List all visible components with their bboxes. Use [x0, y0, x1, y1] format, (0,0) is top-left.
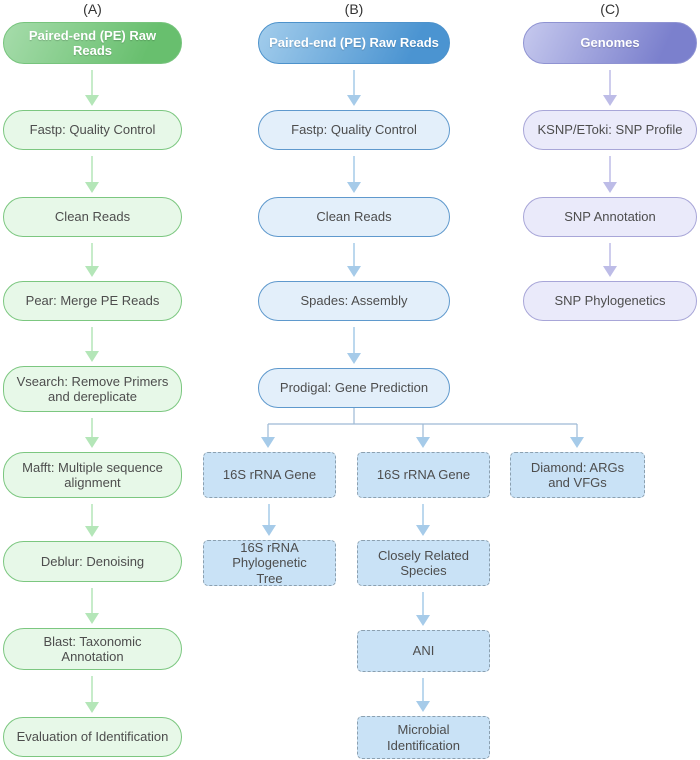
arrow-b-4: [347, 327, 361, 364]
node-b-spades: Spades: Assembly: [258, 281, 450, 321]
arrow-b-2: [347, 156, 361, 193]
arrow-a-7: [85, 588, 99, 624]
arrow-b-16s-left: [262, 504, 276, 536]
node-b-closely-related: Closely Related Species: [357, 540, 490, 586]
branch-arrowhead-mid: [416, 437, 430, 448]
node-b-fastp: Fastp: Quality Control: [258, 110, 450, 150]
node-b-prodigal: Prodigal: Gene Prediction: [258, 368, 450, 408]
node-b-diamond: Diamond: ARGs and VFGs: [510, 452, 645, 498]
node-a-deblur: Deblur: Denoising: [3, 541, 182, 582]
arrow-b-1: [347, 70, 361, 106]
arrow-c-2: [603, 156, 617, 193]
arrow-c-1: [603, 70, 617, 106]
arrow-a-6: [85, 504, 99, 537]
node-b-phylo-tree: 16S rRNA Phylogenetic Tree: [203, 540, 336, 586]
node-c-snp-annotation: SNP Annotation: [523, 197, 697, 237]
node-b-clean-reads: Clean Reads: [258, 197, 450, 237]
node-a-vsearch: Vsearch: Remove Primers and dereplicate: [3, 366, 182, 412]
node-a-clean-reads: Clean Reads: [3, 197, 182, 237]
node-c-ksnp: KSNP/EToki: SNP Profile: [523, 110, 697, 150]
arrow-b-16s-mid: [416, 504, 430, 536]
node-a-raw-reads: Paired-end (PE) Raw Reads: [3, 22, 182, 64]
node-b-raw-reads: Paired-end (PE) Raw Reads: [258, 22, 450, 64]
arrow-b-to-microbial: [416, 678, 430, 712]
branch-arrowhead-left: [261, 437, 275, 448]
branch-connector: [267, 408, 578, 437]
column-a-label: (A): [83, 1, 102, 17]
node-a-fastp: Fastp: Quality Control: [3, 110, 182, 150]
node-c-snp-phylo: SNP Phylogenetics: [523, 281, 697, 321]
arrow-a-1: [85, 70, 99, 106]
arrow-b-to-ani: [416, 592, 430, 626]
arrow-b-3: [347, 243, 361, 277]
node-b-16s-gene-left: 16S rRNA Gene: [203, 452, 336, 498]
branch-arrowhead-right: [570, 437, 584, 448]
node-a-pear: Pear: Merge PE Reads: [3, 281, 182, 321]
column-c-label: (C): [600, 1, 620, 17]
node-a-evaluation: Evaluation of Identification: [3, 717, 182, 757]
arrow-c-3: [603, 243, 617, 277]
arrow-a-8: [85, 676, 99, 713]
node-a-blast: Blast: Taxonomic Annotation: [3, 628, 182, 670]
column-b-label: (B): [344, 1, 364, 17]
node-b-microbial-id: Microbial Identification: [357, 716, 490, 759]
node-b-ani: ANI: [357, 630, 490, 672]
node-c-genomes: Genomes: [523, 22, 697, 64]
node-a-mafft: Mafft: Multiple sequence alignment: [3, 452, 182, 498]
node-b-16s-gene-mid: 16S rRNA Gene: [357, 452, 490, 498]
arrow-a-2: [85, 156, 99, 193]
arrow-a-5: [85, 418, 99, 448]
arrow-a-3: [85, 243, 99, 277]
arrow-a-4: [85, 327, 99, 362]
